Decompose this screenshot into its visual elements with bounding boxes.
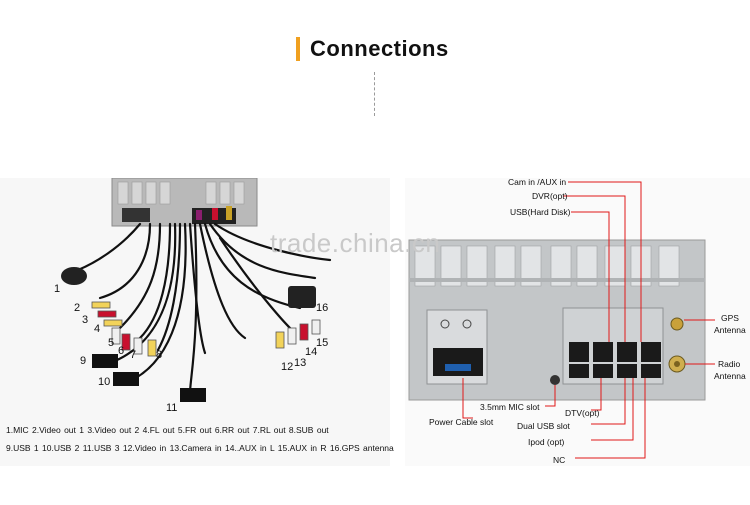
label-ipod: Ipod (opt) [528,437,564,447]
label-usb-hd: USB(Hard Disk) [510,207,570,217]
label-5: 5 [108,337,114,349]
accent-bar [296,37,300,61]
cable-harness-illustration [0,178,390,466]
label-dvr: DVR(opt) [532,191,567,201]
label-radio-antenna: Antenna [714,371,746,381]
label-4: 4 [94,323,100,335]
label-6: 6 [118,345,124,357]
label-gps: GPS [721,313,739,323]
cable-harness-photo [0,178,390,466]
divider-line [374,72,375,116]
label-radio: Radio [718,359,740,369]
label-13: 13 [294,357,306,369]
section-header: Connections [296,34,449,64]
label-mic-slot: 3.5mm MIC slot [480,402,540,412]
label-8: 8 [156,349,162,361]
label-nc: NC [553,455,565,465]
page-title: Connections [310,36,449,62]
watermark-text: trade.china.cn [270,228,440,259]
label-11: 11 [166,402,177,414]
label-gps-antenna: Antenna [714,325,746,335]
label-cam-aux: Cam in /AUX in [508,177,566,187]
legend-row-2: 9.USB 1 10.USB 2 11.USB 3 12.Video in 13… [6,443,394,453]
label-dual-usb: Dual USB slot [517,421,570,431]
label-power-slot: Power Cable slot [429,417,493,427]
label-2: 2 [74,302,80,314]
label-10: 10 [98,376,110,388]
label-7: 7 [130,349,136,361]
label-1: 1 [54,283,60,295]
label-15: 15 [316,337,328,349]
label-3: 3 [82,314,88,326]
label-12: 12 [281,361,293,373]
label-dtv: DTV(opt) [565,408,599,418]
legend-row-1: 1.MIC 2.Video out 1 3.Video out 2 4.FL o… [6,425,329,435]
label-16: 16 [316,302,328,314]
label-9: 9 [80,355,86,367]
